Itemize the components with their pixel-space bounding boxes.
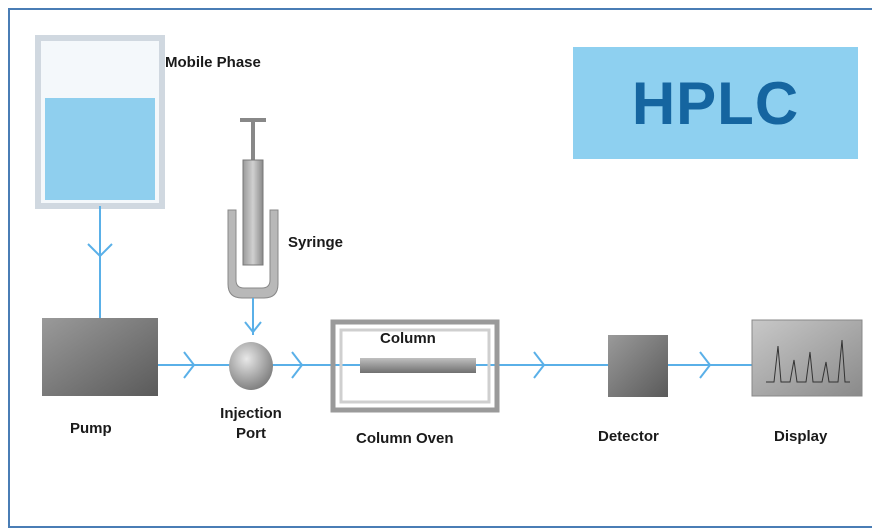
chromatogram-trace — [766, 339, 850, 383]
detector-box — [608, 335, 668, 397]
mobile-phase-label: Mobile Phase — [165, 54, 261, 71]
flow-arrow-3 — [533, 351, 546, 379]
column-oven-label: Column Oven — [356, 430, 454, 447]
flow-arrow-2 — [291, 351, 304, 379]
injection-port — [229, 342, 273, 390]
hplc-diagram: HPLC Mobile Phase Syringe Pump Injection… — [8, 8, 872, 528]
flow-lines — [87, 206, 752, 379]
column-label: Column — [380, 330, 436, 347]
column-tube — [360, 358, 476, 373]
title-box: HPLC — [573, 47, 858, 159]
syringe — [227, 118, 279, 335]
reservoir-liquid — [45, 98, 155, 200]
pump-box — [42, 318, 158, 396]
injection-port-label-line1: Injection — [220, 405, 282, 422]
flow-arrow-1 — [183, 351, 196, 379]
injection-port-label: Injection Port — [206, 404, 296, 444]
diagram-title: HPLC — [631, 69, 800, 137]
mobile-phase-reservoir — [35, 35, 165, 209]
pump-label: Pump — [70, 420, 112, 437]
detector-label: Detector — [598, 428, 659, 445]
injection-port-label-line2: Port — [236, 425, 266, 442]
flow-arrow-down — [87, 243, 113, 258]
diagram-canvas — [35, 35, 863, 413]
display-screen — [751, 319, 863, 397]
display-label: Display — [774, 428, 828, 445]
column-oven — [330, 319, 500, 413]
syringe-label: Syringe — [288, 234, 344, 251]
flow-arrow-4 — [699, 351, 712, 379]
